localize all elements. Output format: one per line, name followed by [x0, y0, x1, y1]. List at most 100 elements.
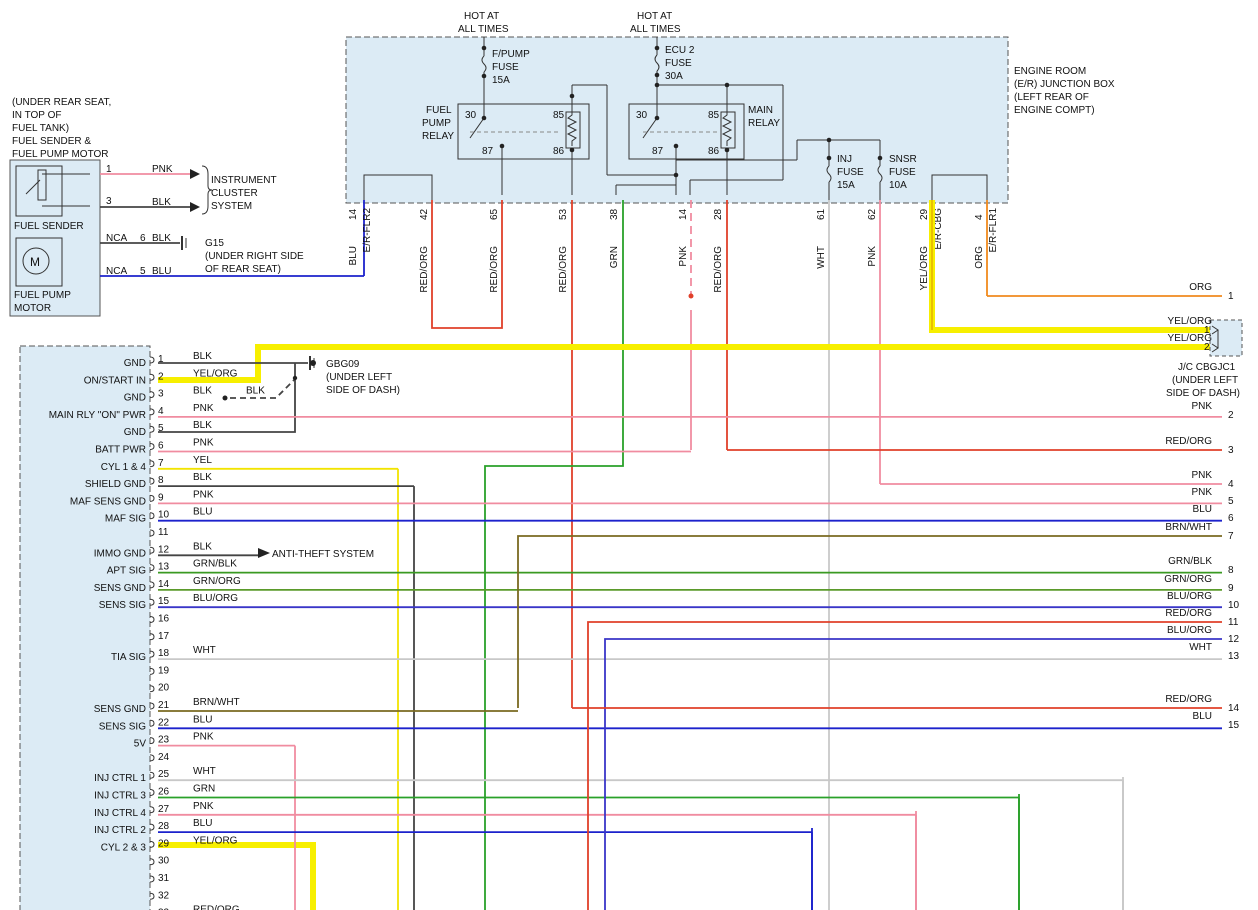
ecm-wire-color: BLK	[193, 351, 212, 362]
ecm-pin-label: CYL 1 & 4	[101, 462, 147, 473]
fuel-relay-1: FUEL	[426, 105, 452, 116]
hot-label-2: HOT AT	[637, 11, 672, 22]
vertical-pin: 14	[348, 208, 359, 220]
ecu-fuse-3: 30A	[665, 71, 683, 82]
right-wire-color: PNK	[1191, 401, 1212, 412]
right-wire-color: RED/ORG	[1165, 694, 1212, 705]
vertical-pin: 42	[419, 208, 430, 220]
location-3: FUEL TANK)	[12, 123, 69, 134]
ecm-wire-color: BLK	[193, 472, 212, 483]
ecm-pin-row: 16	[149, 614, 170, 625]
ecm-wire-color: YEL/ORG	[193, 835, 238, 846]
right-wire-color: BLU	[1193, 711, 1212, 722]
right-pin-number: 10	[1228, 600, 1240, 611]
gbg09-1: GBG09	[326, 359, 360, 370]
vertical-color: BLU	[348, 246, 359, 265]
inj-fuse-1: INJ	[837, 154, 852, 165]
location-2: IN TOP OF	[12, 110, 61, 121]
gbg09-3: SIDE OF DASH)	[326, 385, 400, 396]
fuel-pump-label-1: FUEL PUMP	[14, 290, 71, 301]
ecm-wire-color: YEL/ORG	[193, 368, 238, 379]
main-relay-pin30: 30	[636, 110, 648, 121]
ecm-pin-label: GND	[124, 393, 146, 404]
jc-label-2: (UNDER LEFT	[1172, 375, 1238, 386]
ecm-pin-label: APT SIG	[107, 566, 146, 577]
vertical-pin: 29	[919, 208, 930, 220]
main-relay-pin87: 87	[652, 146, 664, 157]
right-pin-number: 15	[1228, 720, 1240, 731]
right-pin-number: 2	[1204, 342, 1210, 353]
engine-box-line1: ENGINE ROOM	[1014, 66, 1086, 77]
right-wire-color: RED/ORG	[1165, 436, 1212, 447]
vertical-connector: E/R-CBG	[933, 208, 944, 250]
w3-pin: 3	[106, 196, 112, 207]
ecm-pin-label: ON/START IN	[84, 375, 146, 386]
vertical-color: WHT	[816, 246, 827, 269]
ecm-wire-color: PNK	[193, 801, 214, 812]
right-wire-color: YEL/ORG	[1168, 316, 1213, 327]
right-pin-number: 9	[1228, 583, 1234, 594]
fuel-relay-2: PUMP	[422, 118, 451, 129]
cluster-3: SYSTEM	[211, 201, 252, 212]
snsr-fuse-2: FUSE	[889, 167, 916, 178]
ecm-pin-row: 33RED/ORG	[158, 905, 240, 910]
vertical-connector: E/R-FLR2	[362, 208, 373, 253]
ecm-pin-label: IMMO GND	[94, 548, 146, 559]
ecm-pin-label: GND	[124, 358, 146, 369]
ecm-pin-row: 32	[149, 890, 170, 901]
ecm-pin-number: 8	[158, 475, 164, 486]
ecm-pin-number: 24	[158, 752, 170, 763]
ecm-wire-color: GRN/ORG	[193, 576, 241, 587]
ecm-pin-label: INJ CTRL 2	[94, 825, 146, 836]
ecm-pin-number: 5	[158, 423, 164, 434]
ecm-pin-number: 19	[158, 665, 170, 676]
ecm-pin-label: SENS SIG	[99, 721, 146, 732]
engine-box-line2: (E/R) JUNCTION BOX	[1014, 79, 1115, 90]
ecm-pin-number: 11	[158, 527, 169, 538]
ecm-pin-row: 31	[149, 873, 170, 884]
fuel-relay-pin86: 86	[553, 146, 565, 157]
ecu-fuse-1: ECU 2	[665, 45, 695, 56]
vertical-pin: 14	[678, 208, 689, 220]
vertical-color: RED/ORG	[558, 246, 569, 293]
vertical-color: YEL/ORG	[919, 246, 930, 291]
ecm-pin-row: 17	[149, 631, 170, 642]
ecm-pin-number: 14	[158, 579, 170, 590]
ecm-pin-row: 19	[149, 665, 170, 676]
g15-3: OF REAR SEAT)	[205, 264, 281, 275]
vertical-pin: 4	[974, 214, 985, 220]
vertical-pin: 65	[489, 208, 500, 220]
ecm-wire-color: BLK	[193, 386, 212, 397]
vertical-pin: 62	[867, 208, 878, 220]
fuel-relay-3: RELAY	[422, 131, 454, 142]
right-wire-color: PNK	[1191, 470, 1212, 481]
location-5: FUEL PUMP MOTOR	[12, 149, 109, 160]
ecm-pin-label: SENS SIG	[99, 600, 146, 611]
right-wire-color: WHT	[1189, 642, 1212, 653]
ecm-pin-row: 20	[149, 683, 170, 694]
ecm-wire-color: BLU/ORG	[193, 593, 238, 604]
right-pin-number: 12	[1228, 634, 1240, 645]
ecm-pin-row: 11	[149, 527, 169, 538]
ecm-pin-row: 30	[149, 856, 170, 867]
ecm-wire-color: BLU	[193, 714, 212, 725]
ecm-connector-box	[19, 345, 151, 910]
right-wire-color: BLU	[1193, 504, 1212, 515]
ecm-pin-number: 29	[158, 838, 170, 849]
ecm-wire-color: PNK	[193, 403, 214, 414]
